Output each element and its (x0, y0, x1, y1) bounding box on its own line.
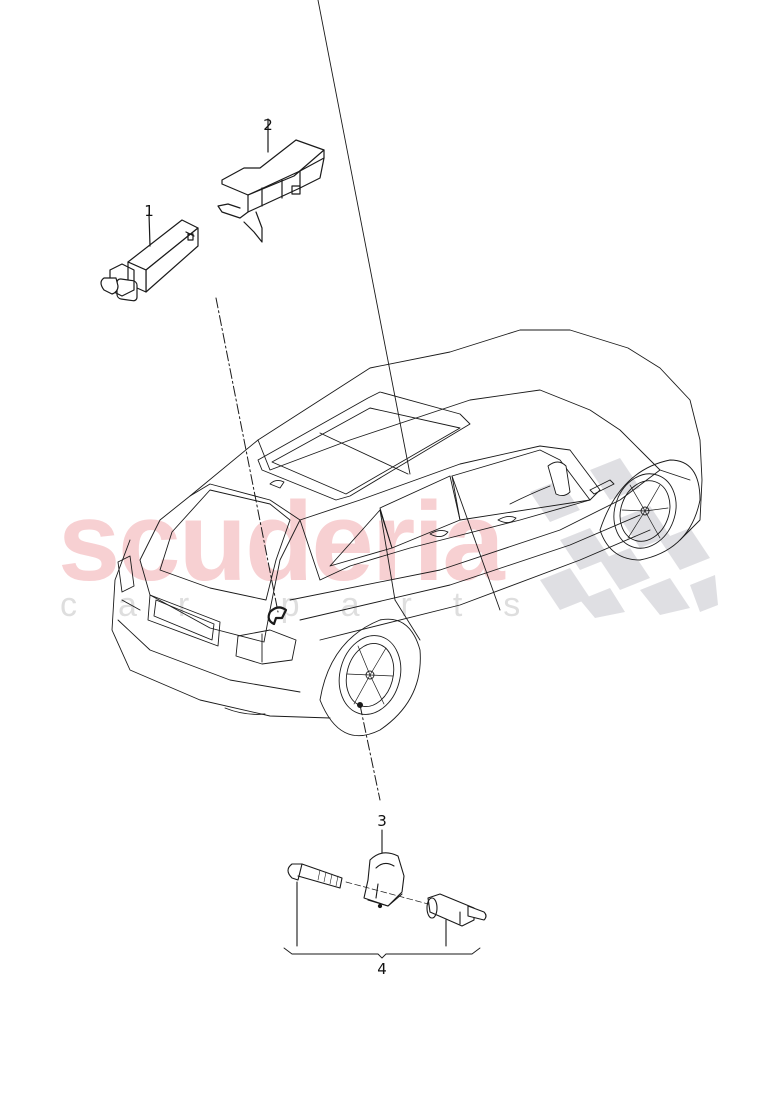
callout-1[interactable]: 1 (144, 202, 154, 220)
group-brace-part-4 (283, 947, 481, 959)
leader-line-part-1 (215, 297, 279, 613)
part-2-bracket[interactable] (217, 118, 325, 243)
callout-3[interactable]: 3 (377, 812, 387, 830)
part-4-sensor-screw[interactable] (287, 863, 433, 947)
callout-2[interactable]: 2 (263, 116, 273, 134)
part-4-valve-stem[interactable] (426, 893, 487, 947)
leader-line-part-3 (359, 704, 381, 801)
vehicle-illustration (111, 0, 703, 737)
watermark-scuderia: scuderia (58, 479, 505, 604)
part-3-tpms-sensor[interactable] (363, 829, 405, 909)
watermark-car-parts: car parts (60, 586, 562, 624)
callout-4[interactable]: 4 (377, 960, 387, 978)
part-1-control-unit[interactable] (100, 213, 199, 302)
